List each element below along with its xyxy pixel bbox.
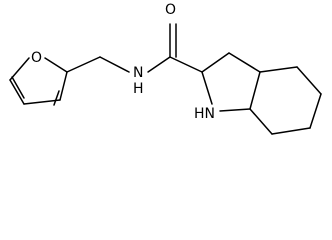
bond-c7-c7a	[249, 108, 273, 135]
bond-c6-c7	[271, 127, 311, 135]
bond-c4-c5	[296, 66, 322, 95]
bond-furan-c4-c5-double	[11, 76, 25, 99]
molecule-structure-diagram: O O N H HN	[9, 2, 322, 135]
molecule-canvas: O O N H HN	[9, 2, 322, 135]
bond-c5-c6	[309, 93, 322, 129]
ring-nitrogen-label: HN	[194, 106, 215, 122]
furan-oxygen-label: O	[31, 50, 42, 66]
furan-ring: O	[9, 50, 68, 106]
bond-furan-ch2	[66, 56, 101, 73]
bond-c3a-c4	[259, 66, 298, 73]
bond-c2-c3	[201, 52, 230, 73]
bond-furan-o-c2	[44, 57, 68, 73]
amide-hydrogen-label: H	[133, 81, 144, 97]
bond-furan-c3-c4	[23, 99, 61, 105]
bond-c3a-c7a	[249, 71, 261, 110]
amide-oxygen-label: O	[165, 2, 176, 18]
bond-c3-c3a	[228, 52, 261, 73]
bond-n-carbonyl-c	[147, 56, 171, 73]
bond-furan-c5-o	[9, 57, 30, 81]
bond-furan-c2-c3	[59, 71, 68, 101]
bond-c7a-n1	[219, 108, 251, 112]
octahydroindole-ring: HN	[194, 52, 322, 135]
bond-furan-c3-c3-double	[53, 90, 60, 106]
amide-linker: O N H	[66, 2, 203, 97]
bond-ch2-n	[99, 56, 130, 73]
bond-carbonyl-c-ring-c2	[169, 56, 203, 73]
bond-furan-c4-c5	[9, 79, 25, 105]
bond-n1-c2	[201, 71, 213, 105]
amide-nitrogen-label: N	[133, 65, 143, 81]
